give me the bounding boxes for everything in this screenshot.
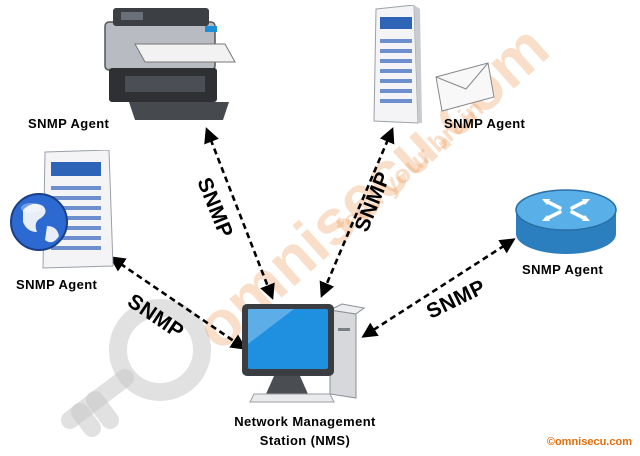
router-icon [515, 189, 617, 254]
nms-label-line2: Station (NMS) [259, 433, 351, 448]
agent-label-mail-server: SNMP Agent [444, 116, 526, 131]
nms-label-line1: Network Management [234, 414, 376, 429]
workstation-icon [242, 303, 366, 403]
copyright-credit: ©omnisecu.com [546, 436, 632, 448]
printer-icon [104, 8, 236, 120]
envelope-icon [435, 62, 495, 112]
agent-label-web-server: SNMP Agent [16, 277, 98, 292]
agent-label-router: SNMP Agent [522, 262, 604, 277]
link-webserver-nms [109, 256, 247, 350]
nms-label: Network Management Station (NMS) [205, 412, 405, 450]
globe-server-icon [10, 150, 114, 269]
globe-icon [10, 193, 68, 251]
agent-label-printer: SNMP Agent [28, 116, 110, 131]
mail-server-icon [373, 5, 495, 124]
